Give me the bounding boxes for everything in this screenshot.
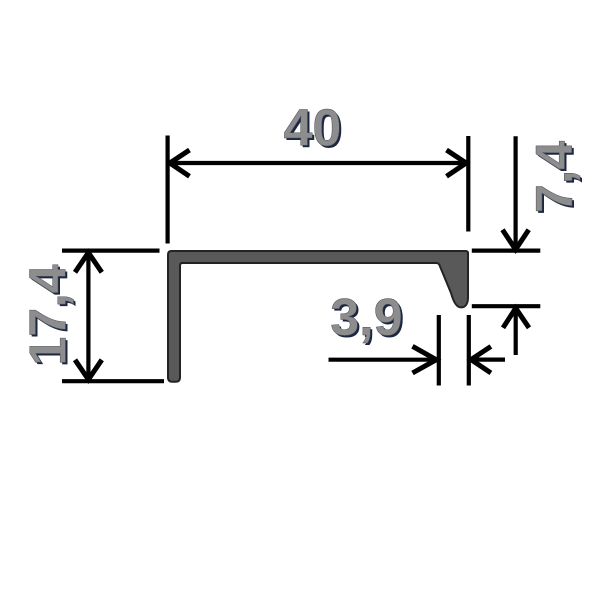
svg-text:3,9: 3,9 (330, 289, 402, 347)
svg-text:7,4: 7,4 (528, 143, 586, 215)
svg-text:40: 40 (286, 102, 344, 160)
svg-text:40: 40 (284, 100, 342, 158)
svg-text:7,4: 7,4 (526, 141, 584, 213)
svg-text:3,9: 3,9 (332, 291, 404, 349)
svg-text:17,4: 17,4 (22, 266, 80, 367)
svg-text:17,4: 17,4 (20, 264, 78, 365)
